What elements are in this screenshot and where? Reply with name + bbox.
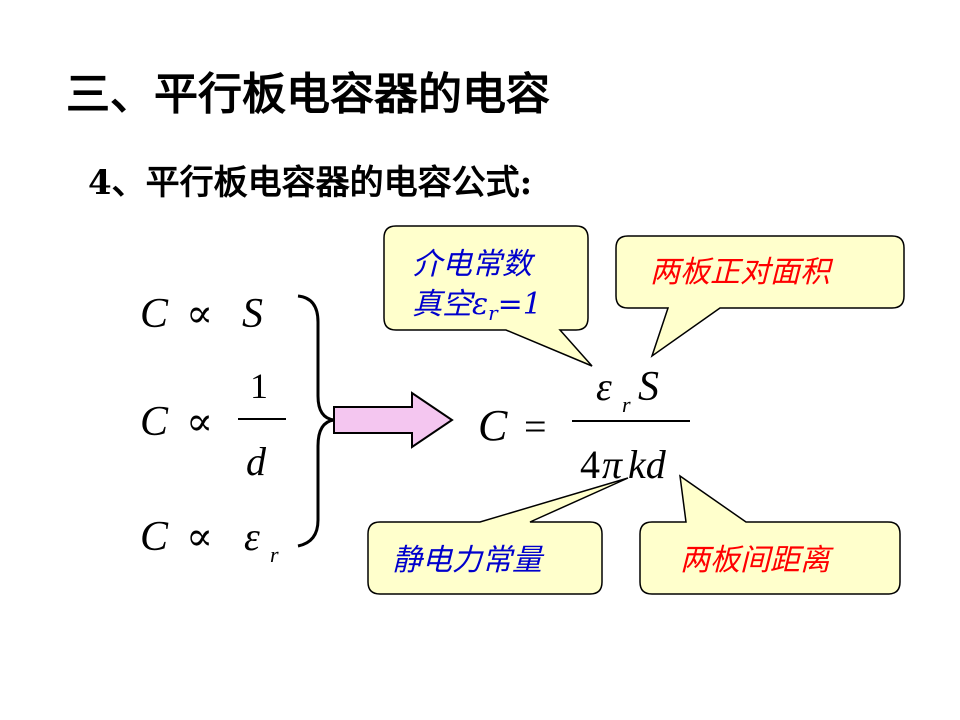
callout-area-text: 两板正对面积 <box>650 255 834 290</box>
callout-area-shape <box>615 235 905 358</box>
relation-c-prop-inverse-d: C ∝ 1 d <box>140 366 286 484</box>
relation-3-sub: r <box>270 542 279 567</box>
capacitance-formula: C = ε r S 4 π kd <box>478 364 690 487</box>
callout-dielectric-line1: 介电常数 <box>412 247 536 282</box>
relation-c-prop-s: C ∝ S <box>140 291 263 337</box>
formula-numerator-sub: r <box>622 392 631 417</box>
callout-coulomb-text: 静电力常量 <box>392 543 545 578</box>
callout-plate-distance: 两板间距离 <box>639 474 901 595</box>
relation-c-prop-epsilon: C ∝ ε r <box>140 514 279 567</box>
callout-distance-shape <box>639 474 901 595</box>
relation-3-lhs: C <box>140 514 169 560</box>
formula-denominator-4: 4 <box>580 442 600 487</box>
formula-lhs: C <box>478 401 508 450</box>
relation-2-numerator: 1 <box>250 366 268 406</box>
relation-2-denominator: d <box>246 439 267 484</box>
callout-dielectric-line2-prefix: 真空 <box>412 287 476 322</box>
callout-coulomb-shape <box>367 477 629 595</box>
slide-subtitle: 4、平行板电容器的电容公式: <box>88 163 533 203</box>
relation-3-rhs: ε <box>244 514 260 559</box>
callout-plate-area: 两板正对面积 <box>615 235 905 358</box>
callout-dielectric-line2: 真空εr=1 <box>412 287 542 325</box>
relation-3-op: ∝ <box>186 514 213 559</box>
formula-numerator-s: S <box>638 364 659 410</box>
callout-dielectric-epsilon: ε <box>472 287 488 322</box>
callout-dielectric-suffix: =1 <box>498 287 542 322</box>
slide-title: 三、平行板电容器的电容 <box>66 69 550 120</box>
formula-denominator-pi: π <box>602 442 623 487</box>
implies-arrow <box>333 391 454 449</box>
callout-coulomb-constant: 静电力常量 <box>367 477 629 595</box>
relation-1-lhs: C <box>140 291 169 337</box>
curly-brace <box>297 294 335 548</box>
callout-dielectric-sub: r <box>488 301 499 325</box>
callout-dielectric-constant: 介电常数 真空εr=1 <box>383 225 593 367</box>
formula-equals: = <box>524 404 547 449</box>
relation-1-op: ∝ <box>186 291 213 336</box>
relation-1-rhs: S <box>242 291 263 337</box>
callout-dielectric-shape <box>383 225 593 367</box>
relation-2-lhs: C <box>140 399 169 445</box>
relation-2-op: ∝ <box>186 399 213 444</box>
callout-distance-text: 两板间距离 <box>680 543 834 578</box>
formula-numerator-epsilon: ε <box>596 364 612 409</box>
formula-denominator-kd: kd <box>628 442 667 487</box>
